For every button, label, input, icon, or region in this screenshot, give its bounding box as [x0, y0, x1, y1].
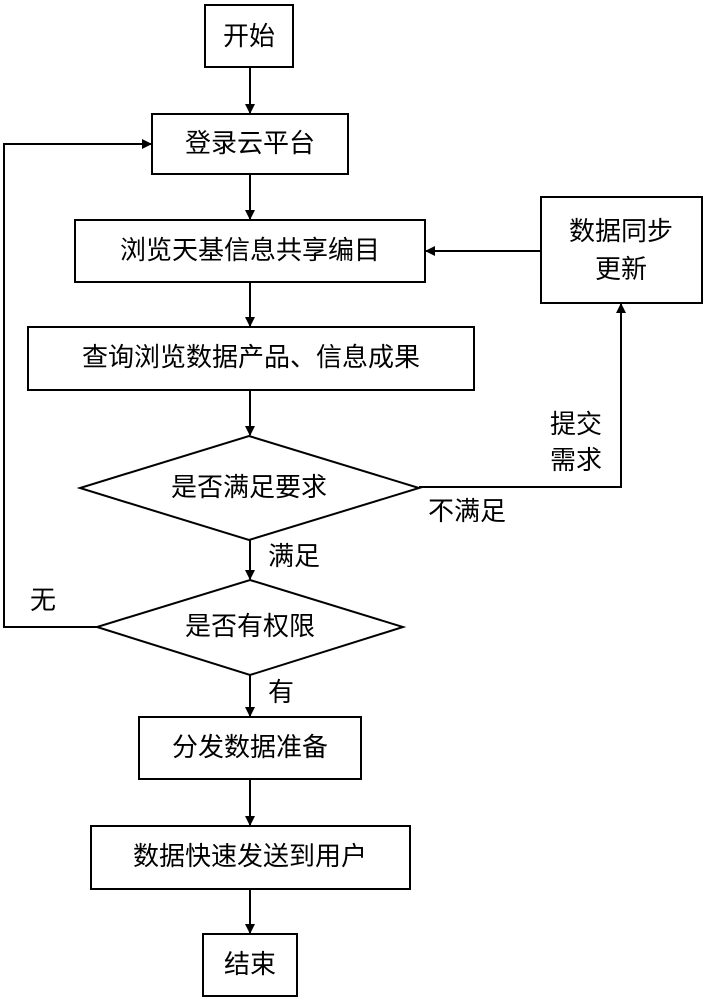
edge-label-has-permission: 有: [268, 678, 294, 708]
prepare-node: 分发数据准备: [138, 716, 362, 780]
send-node: 数据快速发送到用户: [90, 825, 411, 890]
browse-label: 浏览天基信息共享编目: [120, 236, 380, 266]
edge-label-no-permission: 无: [30, 586, 56, 616]
requirement-decision-label: 是否满足要求: [171, 473, 327, 503]
permission-decision: 是否有权限: [93, 578, 407, 677]
browse-node: 浏览天基信息共享编目: [74, 219, 426, 283]
edge-label-submit-line1: 提交: [550, 410, 602, 440]
login-label: 登录云平台: [185, 129, 315, 159]
edge-label-not-satisfied: 不满足: [428, 497, 506, 527]
query-node: 查询浏览数据产品、信息成果: [27, 326, 475, 391]
sync-label-line1: 数据同步: [569, 217, 673, 247]
send-label: 数据快速发送到用户: [133, 842, 367, 872]
edge-label-submit-line2: 需求: [550, 446, 602, 476]
requirement-decision: 是否满足要求: [76, 434, 423, 542]
end-node: 结束: [202, 933, 298, 997]
start-node: 开始: [204, 4, 294, 68]
edge-label-satisfied: 满足: [268, 542, 320, 572]
permission-decision-label: 是否有权限: [185, 612, 315, 642]
login-node: 登录云平台: [151, 113, 349, 175]
sync-node: 数据同步 更新: [540, 196, 703, 304]
query-label: 查询浏览数据产品、信息成果: [82, 343, 420, 373]
start-label: 开始: [223, 22, 275, 52]
end-label: 结束: [224, 950, 276, 980]
arrow-requirement-to-sync: [419, 303, 626, 488]
prepare-label: 分发数据准备: [172, 733, 328, 763]
sync-label-line2: 更新: [595, 255, 647, 285]
arrow-permission-to-login: [3, 139, 152, 628]
